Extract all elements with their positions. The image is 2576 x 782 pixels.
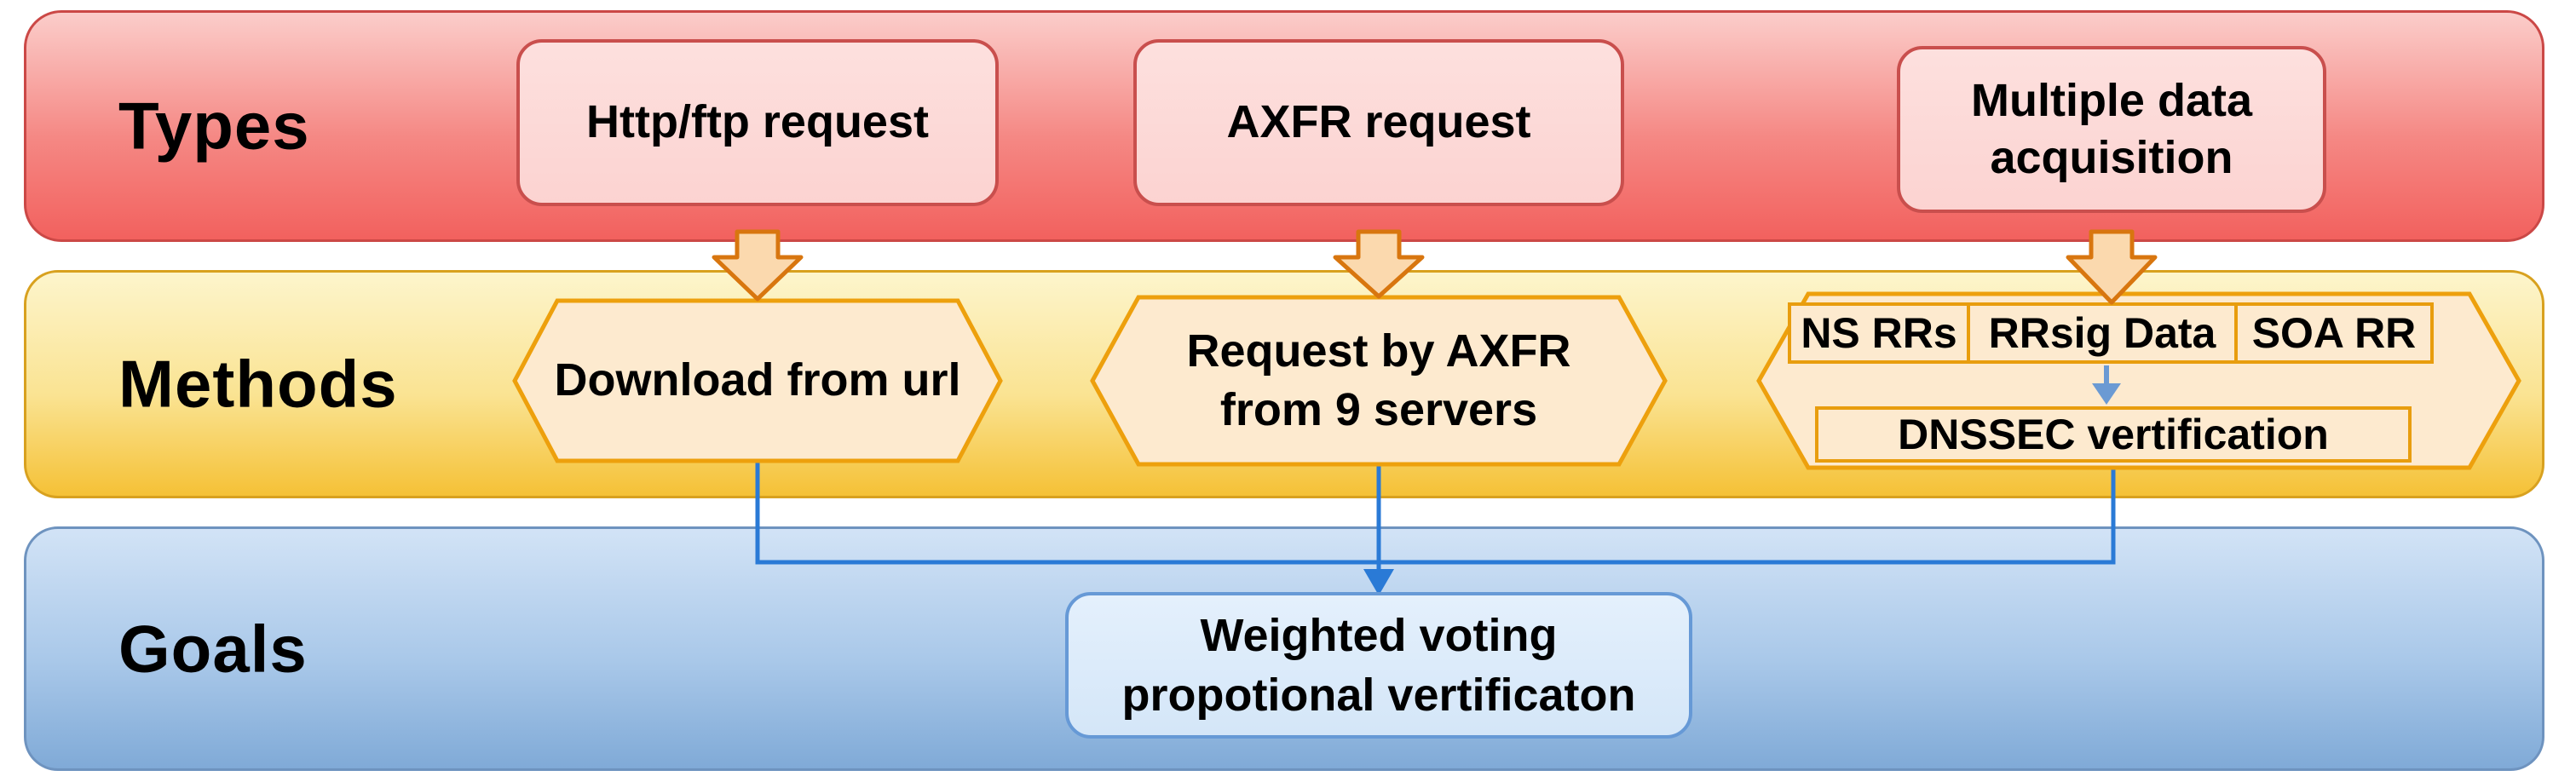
dns-record-cell-row: NS RRs RRsig Data SOA RR (1788, 302, 2434, 364)
type-box-multi-label-line1: Multiple data (1970, 74, 2252, 126)
band-goals-label: Goals (118, 611, 308, 686)
type-box-axfr-request: AXFR request (1133, 39, 1624, 206)
type-box-multi-label-line2: acquisition (1990, 132, 2233, 183)
hexagon-axfr-text: Request by AXFR from 9 servers (1186, 325, 1571, 435)
band-methods-label: Methods (118, 346, 398, 422)
cell-rrsig-data: RRsig Data (1967, 302, 2238, 364)
type-box-axfr-label: AXFR request (1226, 96, 1531, 148)
type-box-http-label: Http/ftp request (586, 96, 929, 148)
goal-weighted-voting-box: Weighted voting propotional vertificaton (1065, 592, 1692, 739)
dnssec-verification-box: DNSSEC vertification (1815, 406, 2412, 463)
hexagon-download-shape (512, 298, 1003, 463)
type-box-multiple-data-acquisition: Multiple data acquisition (1897, 46, 2326, 213)
type-box-http-ftp-request: Http/ftp request (516, 39, 999, 206)
cell-soa-rr: SOA RR (2234, 302, 2434, 364)
band-types-label: Types (118, 88, 310, 164)
cell-ns-rrs: NS RRs (1788, 302, 1970, 364)
hexagon-download-text: Download from url (554, 354, 961, 406)
